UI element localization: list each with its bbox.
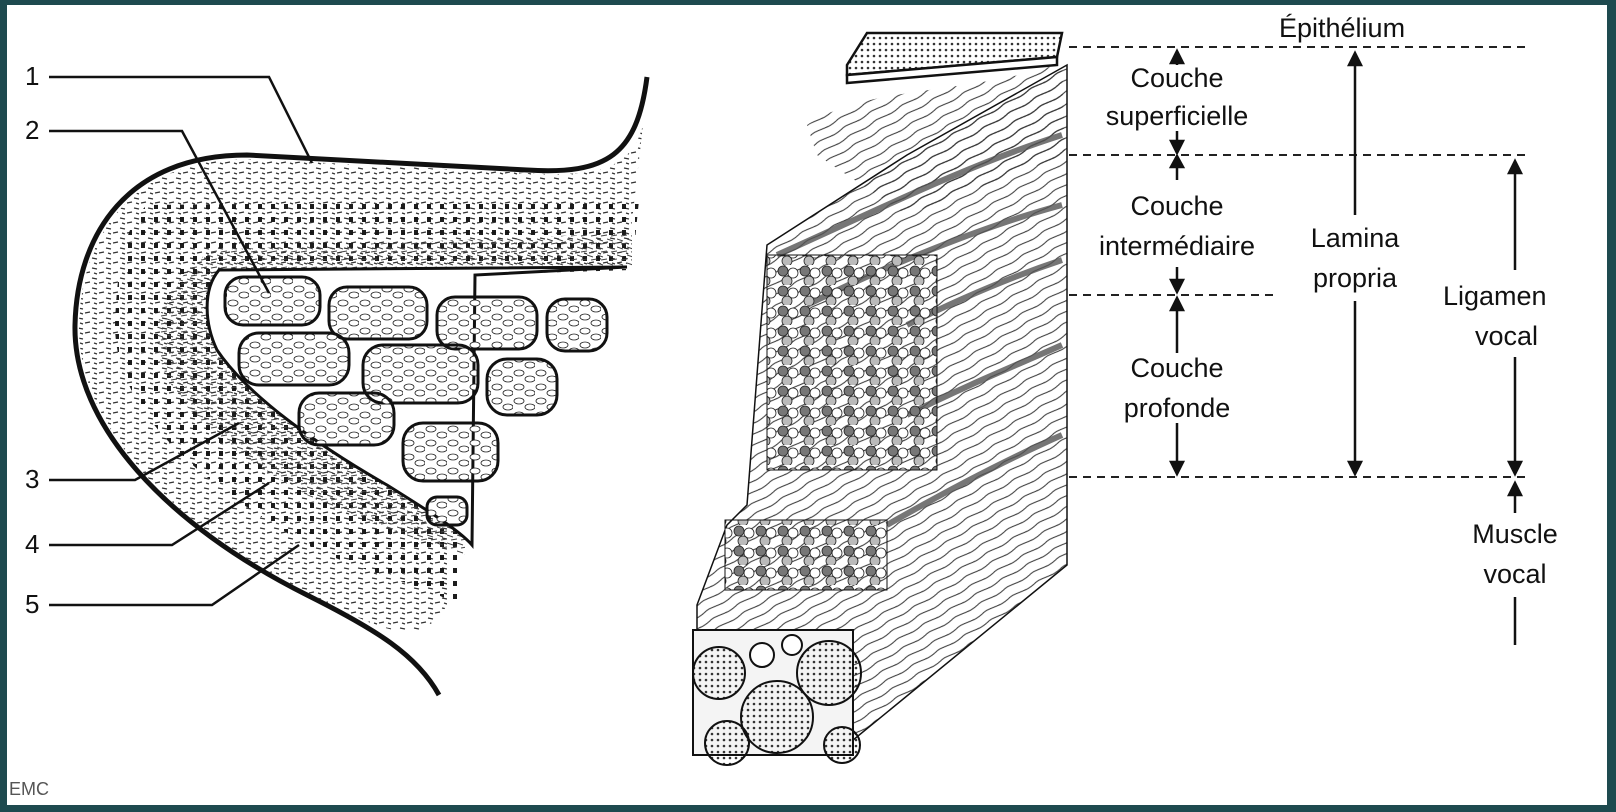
- label-ligament-line1: Ligamen: [1443, 281, 1547, 311]
- label-deep-line2: profonde: [1124, 393, 1231, 423]
- label-intermediate-line1: Couche: [1130, 191, 1223, 221]
- label-superficial-line2: superficielle: [1106, 101, 1249, 131]
- label-4: 4: [25, 529, 39, 559]
- label-5: 5: [25, 589, 39, 619]
- credit-emc: EMC: [9, 779, 49, 799]
- bundle-cluster-lower: [725, 520, 887, 590]
- leader-line-1: [49, 77, 312, 163]
- dimension-arrows: [1171, 51, 1521, 645]
- label-muscle-line2: vocal: [1483, 559, 1546, 589]
- vocal-fold-cross-section: 1 2 3 4 5: [25, 61, 647, 695]
- label-epithelium: Épithélium: [1279, 13, 1405, 43]
- vocal-fold-block-illustration: Épithélium Couche superficielle Couche i…: [693, 13, 1558, 765]
- label-3: 3: [25, 464, 39, 494]
- vocal-fold-figure: 1 2 3 4 5: [7, 5, 1607, 805]
- bundle-cluster-upper: [767, 255, 937, 470]
- muscle-fiber-bundles: [693, 630, 861, 765]
- label-deep-line1: Couche: [1130, 353, 1223, 383]
- label-muscle-line1: Muscle: [1472, 519, 1558, 549]
- label-lamina-line1: Lamina: [1311, 223, 1401, 253]
- label-1: 1: [25, 61, 39, 91]
- label-intermediate-line2: intermédiaire: [1099, 231, 1255, 261]
- label-2: 2: [25, 115, 39, 145]
- figure-panel: 1 2 3 4 5: [7, 5, 1607, 805]
- label-superficial-line1: Couche: [1130, 63, 1223, 93]
- label-lamina-line2: propria: [1313, 263, 1398, 293]
- label-ligament-line2: vocal: [1475, 321, 1538, 351]
